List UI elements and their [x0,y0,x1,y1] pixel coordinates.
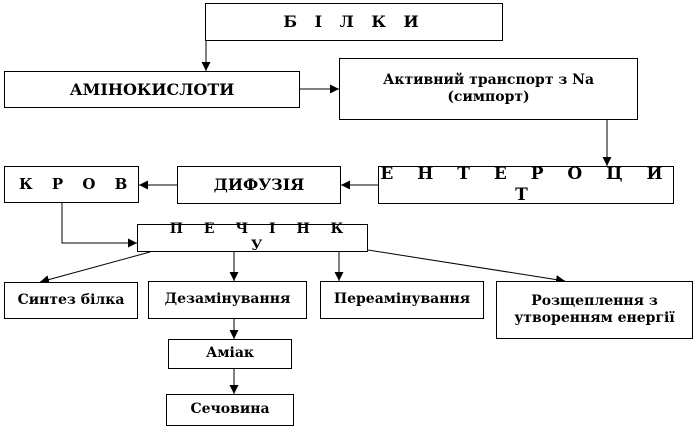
node-sechovyna-label: Сечовина [190,401,270,418]
arrow-pechinka-to-rozshcheplennia [367,249,566,285]
node-rozshcheplennia: Розщеплення з утворенням енергії [496,281,693,339]
node-sechovyna: Сечовина [166,394,294,426]
node-pereaminuvannia-label: Переамінування [333,291,471,308]
node-active-transport-label: Активний транспорт з Na (симпорт) [382,71,595,106]
node-amiak-label: Аміак [205,345,255,362]
arrow-pechinka-to-syntez [39,251,151,284]
node-syntez-label: Синтез білка [17,291,125,308]
node-krov: К Р О В [4,166,139,203]
node-enterocyte: Е Н Т Е Р О Ц И Т [378,163,674,205]
node-dyfuziia: ДИФУЗІЯ [177,166,341,204]
node-enterocyte-label: Е Н Т Е Р О Ц И Т [380,163,672,205]
node-krov-label: К Р О В [19,175,135,194]
node-pechinka: П Е Ч І Н К У [137,221,368,254]
arrow-krov-to-pechinka [61,203,137,248]
node-active-transport: Активний транспорт з Na (симпорт) [339,58,638,120]
node-dezaminuvannia: Дезамінування [148,281,307,319]
node-bilky: Б І Л К И [205,3,503,41]
node-bilky-label: Б І Л К И [283,12,425,31]
node-amiak: Аміак [168,339,292,369]
node-dyfuziia-label: ДИФУЗІЯ [213,175,305,194]
node-syntez: Синтез білка [4,282,138,319]
node-pereaminuvannia: Переамінування [320,281,484,319]
node-aminokysloty-label: АМІНОКИСЛОТИ [69,79,235,99]
node-pechinka-label: П Е Ч І Н К У [169,220,352,255]
node-aminokysloty: АМІНОКИСЛОТИ [4,71,300,108]
node-rozshcheplennia-label: Розщеплення з утворенням енергії [514,292,675,327]
node-dezaminuvannia-label: Дезамінування [164,291,291,308]
